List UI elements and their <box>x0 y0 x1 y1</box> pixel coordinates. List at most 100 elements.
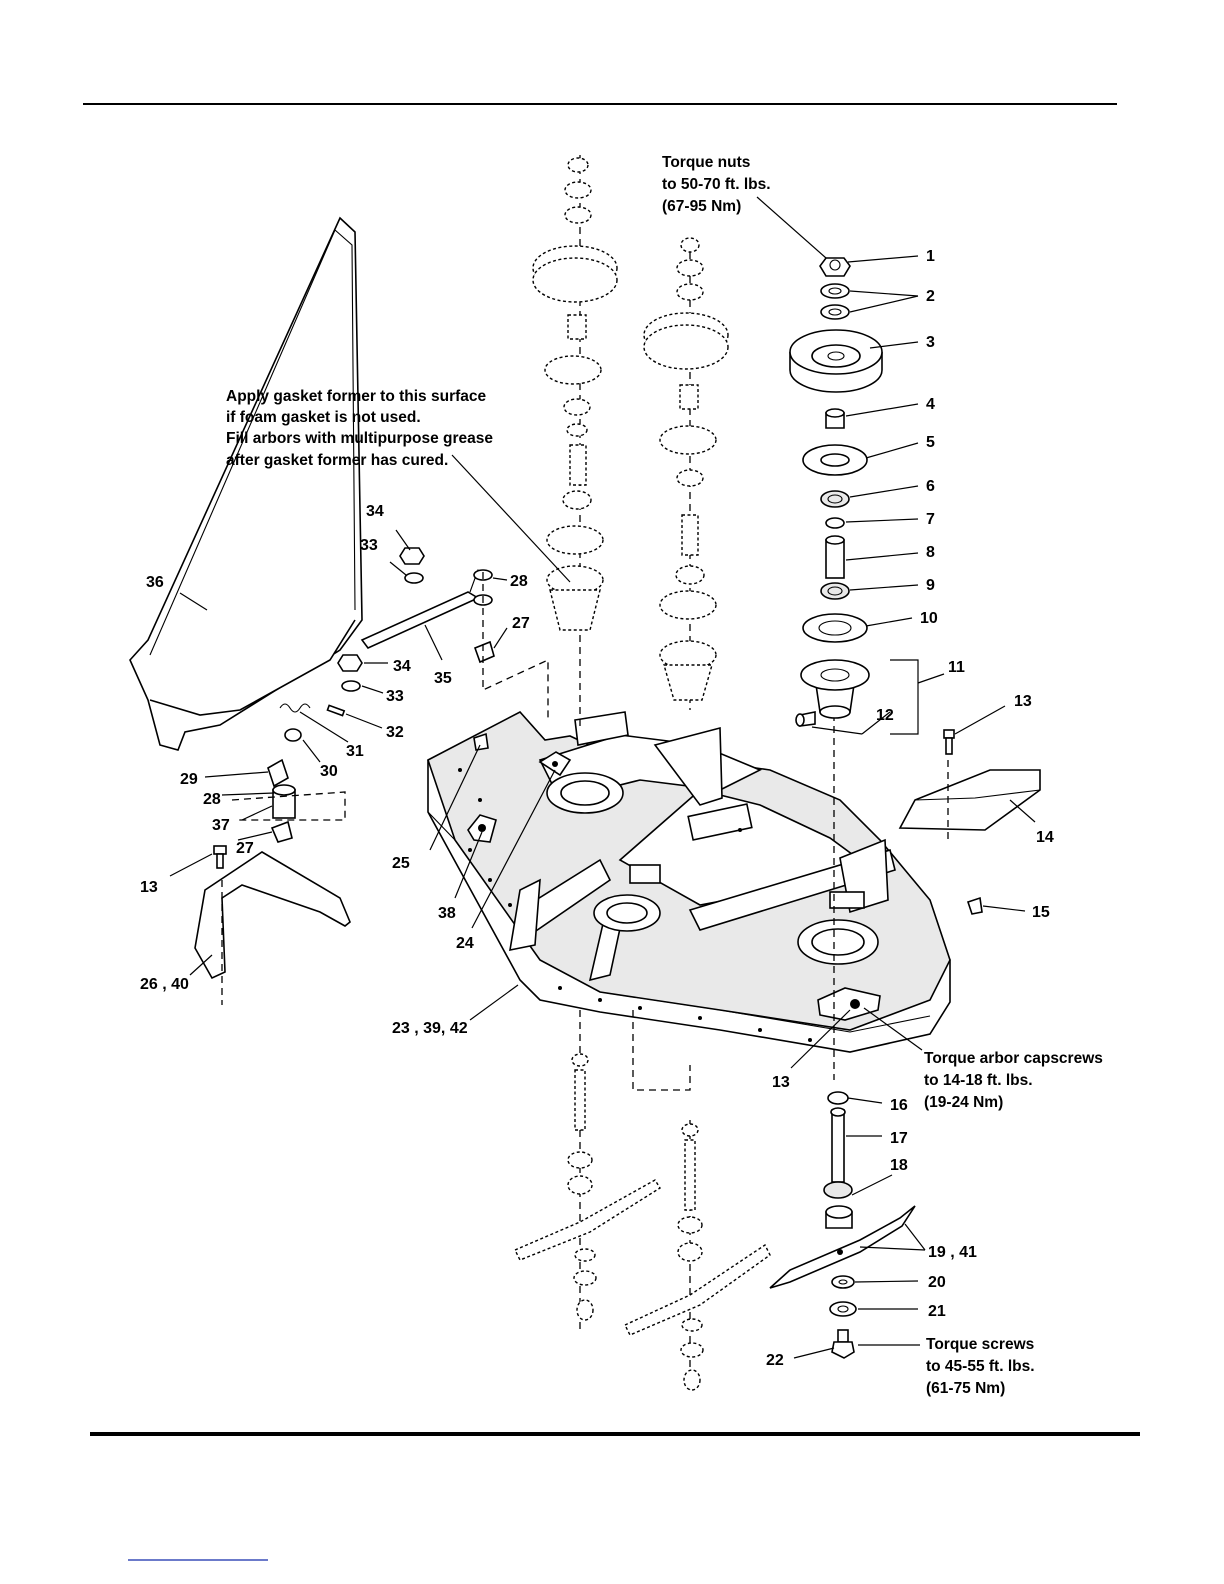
part-17-spindle-shaft <box>830 1107 846 1183</box>
callout-13-right: 13 <box>1014 693 1032 710</box>
callout-34-lower: 34 <box>393 658 411 675</box>
callout-28-lower: 28 <box>203 791 221 808</box>
callout-13-left: 13 <box>140 879 158 896</box>
callout-18: 18 <box>890 1157 908 1174</box>
note-torque-screws-line-2: to 45-55 ft. lbs. <box>926 1358 1035 1375</box>
part-11-arbor-housing <box>800 659 870 719</box>
part-27-clip-lower <box>270 820 293 843</box>
part-33-washer-lower <box>341 680 361 692</box>
callout-9: 9 <box>926 577 935 594</box>
note-gasket-line-2: if foam gasket is not used. <box>226 409 421 426</box>
part-7-spacer <box>825 517 845 529</box>
part-32-pin <box>326 704 346 717</box>
callout-38: 38 <box>438 905 456 922</box>
callout-28-upper: 28 <box>510 573 528 590</box>
part-16-washer <box>827 1091 849 1105</box>
part-21-washer <box>829 1301 857 1317</box>
callout-21: 21 <box>928 1303 946 1320</box>
part-13-bolt-right <box>943 729 955 755</box>
callout-14: 14 <box>1036 829 1054 846</box>
callout-36: 36 <box>146 574 164 591</box>
note-torque-screws-line-3: (61-75 Nm) <box>926 1380 1005 1397</box>
note-gasket-line-3: Fill arbors with multipurpose grease <box>226 430 493 447</box>
callout-22: 22 <box>766 1352 784 1369</box>
part-30-washer <box>284 728 302 742</box>
part-33-washer <box>404 572 424 584</box>
callout-10: 10 <box>920 610 938 627</box>
part-15-clip <box>966 896 983 915</box>
part-25-nut <box>473 732 489 751</box>
mower-deck <box>427 711 951 1053</box>
callout-29: 29 <box>180 771 198 788</box>
part-12-grease-fitting <box>795 711 816 727</box>
callout-1: 1 <box>926 248 935 265</box>
callout-17: 17 <box>890 1130 908 1147</box>
callout-25: 25 <box>392 855 410 872</box>
note-torque-nuts-line-3: (67-95 Nm) <box>662 198 741 215</box>
part-24-bracket <box>538 751 572 777</box>
lower-spindle-left-ghost <box>514 1010 661 1330</box>
note-torque-nuts: Torque nuts to 50-70 ft. lbs. (67-95 Nm) <box>662 154 771 215</box>
callout-33-upper: 33 <box>360 537 378 554</box>
arbor-hole-left <box>546 772 624 814</box>
part-29-bracket <box>267 758 289 788</box>
note-torque-nuts-line-1: Torque nuts <box>662 154 750 171</box>
part-1-nut <box>819 257 851 277</box>
part-35-rod <box>360 569 489 649</box>
callout-11: 11 <box>948 659 965 676</box>
callout-3: 3 <box>926 334 935 351</box>
callout-24: 24 <box>456 935 474 952</box>
callout-33-lower: 33 <box>386 688 404 705</box>
callout-20: 20 <box>928 1274 946 1291</box>
part-2-washers <box>820 283 850 320</box>
callout-19-41: 19 , 41 <box>928 1244 977 1261</box>
callout-31: 31 <box>346 743 364 760</box>
part-31-spring <box>279 703 311 713</box>
part-20-washer <box>831 1275 855 1289</box>
note-gasket-line-1: Apply gasket former to this surface <box>226 388 487 405</box>
note-torque-arbor-line-1: Torque arbor capscrews <box>924 1050 1103 1067</box>
part-26-shield <box>194 851 351 980</box>
callout-2: 2 <box>926 288 935 305</box>
part-37-spacer <box>272 784 296 819</box>
note-torque-arbor: Torque arbor capscrews to 14-18 ft. lbs.… <box>924 1050 1103 1111</box>
callout-35: 35 <box>434 670 452 687</box>
arbor-hole-center <box>593 894 661 932</box>
spindle-stack-center-ghost <box>643 237 729 710</box>
callout-8: 8 <box>926 544 935 561</box>
spindle-stack-left-ghost <box>532 155 618 730</box>
note-gasket-former: Apply gasket former to this surface if f… <box>226 388 493 469</box>
callout-34-upper: 34 <box>366 503 384 520</box>
callout-16: 16 <box>890 1097 908 1114</box>
leader-lines <box>169 196 1036 1359</box>
note-torque-arbor-line-3: (19-24 Nm) <box>924 1094 1003 1111</box>
part-38-bracket <box>467 814 497 843</box>
callout-7: 7 <box>926 511 935 528</box>
callout-6: 6 <box>926 478 935 495</box>
callout-23-39-42: 23 , 39, 42 <box>392 1020 468 1037</box>
part-34-nut <box>399 547 425 565</box>
part-22-screw <box>831 1329 855 1359</box>
part-18-bearing <box>823 1181 853 1229</box>
callout-13-deck: 13 <box>772 1074 790 1091</box>
callout-27-lower: 27 <box>236 840 254 857</box>
callout-5: 5 <box>926 434 935 451</box>
part-34-nut-lower <box>337 654 363 672</box>
note-torque-nuts-line-2: to 50-70 ft. lbs. <box>662 176 771 193</box>
note-torque-arbor-line-2: to 14-18 ft. lbs. <box>924 1072 1033 1089</box>
part-5-housing-plate <box>802 444 868 476</box>
callout-4: 4 <box>926 396 935 413</box>
callout-32: 32 <box>386 724 404 741</box>
callouts: 1 2 3 4 5 6 7 8 9 10 11 12 13 14 15 16 1… <box>140 248 1054 1369</box>
part-8-tube <box>825 535 845 579</box>
note-gasket-line-4: after gasket former has cured. <box>226 452 448 469</box>
part-14-shield <box>898 769 1041 831</box>
arbor-hole-right <box>797 919 879 965</box>
part-27-clip-upper <box>473 640 495 664</box>
callout-37: 37 <box>212 817 230 834</box>
part-3-pulley <box>789 329 883 393</box>
part-19-blade <box>769 1205 916 1289</box>
part-36-deflector-chute <box>129 216 363 751</box>
part-4-spacer <box>825 408 845 429</box>
